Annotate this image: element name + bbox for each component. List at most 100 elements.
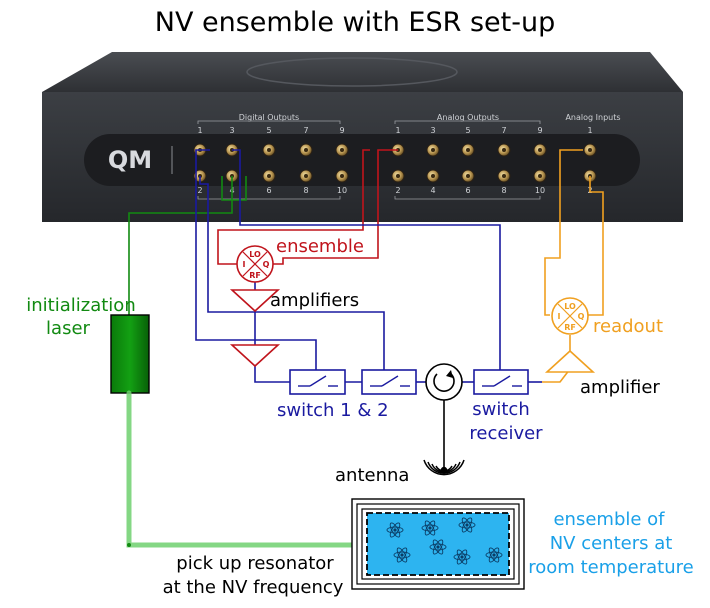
digital-port-label-6: 6 (266, 186, 271, 195)
analog-connector-pin-5 (466, 148, 470, 152)
analog-port-label-2: 2 (395, 186, 400, 195)
nv-center-icon (485, 547, 503, 563)
nv-center-icon (421, 520, 439, 536)
analog-connector-pin-2 (396, 174, 400, 178)
analog-port-label-1: 1 (395, 126, 400, 135)
nv-label-3: room temperature (528, 557, 693, 578)
nv-center-icon (393, 547, 411, 563)
ensemble-label: ensemble (276, 236, 364, 257)
nv-center-icon (429, 539, 447, 555)
digital-connector-pin-10 (340, 174, 344, 178)
laser-trigger-wire-2 (221, 176, 247, 201)
digital-port-label-10: 10 (337, 186, 347, 195)
digital-port-label-3: 3 (229, 126, 234, 135)
ensemble-mixer-i: I (243, 260, 246, 269)
digital-connector-pin-7 (304, 148, 308, 152)
switch-1 (289, 369, 346, 395)
antenna-icon (423, 459, 465, 476)
digital-connector-pin-5 (267, 148, 271, 152)
ensemble-mixer-q: Q (263, 260, 270, 269)
resonator-label-2: at the NV frequency (163, 577, 344, 598)
analog-port-label-10: 10 (535, 186, 545, 195)
nv-center-icon (458, 517, 476, 533)
page-title: NV ensemble with ESR set-up (155, 7, 555, 38)
analog-bracket-bottom (394, 196, 541, 200)
antenna-label: antenna (335, 465, 409, 486)
digital-port-label-5: 5 (266, 126, 271, 135)
analog-outputs-label: Analog Outputs (437, 113, 499, 122)
digital-connector-pin-6 (267, 174, 271, 178)
readout-amplifier (544, 349, 596, 373)
analog-connector-pin-3 (431, 148, 435, 152)
ensemble-mixer-rf: RF (249, 271, 261, 280)
analog-port-label-8: 8 (501, 186, 506, 195)
switch-receiver (473, 369, 529, 395)
device-logo: QM (108, 146, 152, 174)
analog-port-label-5: 5 (465, 126, 470, 135)
laser-label-2: laser (46, 318, 90, 339)
analog-connector-pin-9 (538, 148, 542, 152)
nv-center-icon (386, 522, 404, 538)
analog-port-label-6: 6 (465, 186, 470, 195)
readout-mixer: LO I Q RF (551, 297, 589, 335)
ensemble-mixer: LO I Q RF (236, 245, 274, 283)
nv-centers (386, 517, 503, 565)
digital-bracket-bottom (197, 196, 341, 200)
device-top-face (42, 52, 683, 92)
readout-i-wire (544, 149, 583, 316)
wiring (128, 149, 604, 470)
nv-center-icon (453, 549, 471, 565)
switch-receiver-label-2: receiver (469, 423, 543, 444)
laser-source (110, 314, 150, 394)
switch-2 (361, 369, 417, 395)
laser-beam-corner (127, 543, 131, 547)
nv-label-2: NV centers at (550, 533, 673, 554)
digital-bracket-top (197, 120, 341, 124)
input-port-label-1: 1 (587, 126, 592, 135)
readout-label: readout (593, 316, 663, 337)
amplifier-1 (229, 289, 281, 313)
ensemble-i-wire (217, 149, 370, 265)
pickup-resonator (351, 498, 525, 590)
readout-amp-wire (542, 368, 571, 383)
analog-connector-pin-7 (502, 148, 506, 152)
readout-mixer-i: I (558, 312, 561, 321)
ensemble-mixer-lo: LO (249, 250, 261, 259)
analog-bracket-top (394, 120, 541, 124)
device-front-panel (84, 134, 640, 186)
analog-port-label-9: 9 (537, 126, 542, 135)
device-top-logo-emboss (246, 57, 458, 87)
amplifier-2 (229, 344, 281, 368)
analog-port-label-4: 4 (430, 186, 435, 195)
switch2-control-wire (199, 176, 385, 370)
digital-port-label-1: 1 (197, 126, 202, 135)
receiver-switch-control-wire (232, 149, 501, 370)
readout-q-wire (588, 176, 604, 316)
input-connector-pin-1 (588, 148, 592, 152)
amplifiers-label: amplifiers (270, 290, 359, 311)
readout-mixer-q: Q (578, 312, 585, 321)
amplifier-label: amplifier (580, 377, 660, 398)
analog-connector-pin-4 (431, 174, 435, 178)
amp2-to-switch-wire (254, 365, 290, 383)
ensemble-q-wire (273, 149, 398, 265)
analog-connector-pin-8 (502, 174, 506, 178)
digital-port-label-2: 2 (197, 186, 202, 195)
digital-connector-pin-9 (340, 148, 344, 152)
digital-port-label-8: 8 (303, 186, 308, 195)
readout-mixer-lo: LO (564, 302, 576, 311)
circulator (425, 363, 463, 401)
nv-label-1: ensemble of (553, 509, 665, 530)
laser-trigger-wire (128, 176, 233, 315)
analog-inputs-label: Analog Inputs (565, 113, 620, 122)
digital-port-label-7: 7 (303, 126, 308, 135)
digital-connector-pin-8 (304, 174, 308, 178)
digital-port-label-9: 9 (339, 126, 344, 135)
analog-port-label-3: 3 (430, 126, 435, 135)
analog-port-label-7: 7 (501, 126, 506, 135)
switch1-control-wire (195, 149, 317, 370)
laser-label-1: initialization (26, 295, 135, 316)
switch12-label: switch 1 & 2 (277, 400, 389, 421)
